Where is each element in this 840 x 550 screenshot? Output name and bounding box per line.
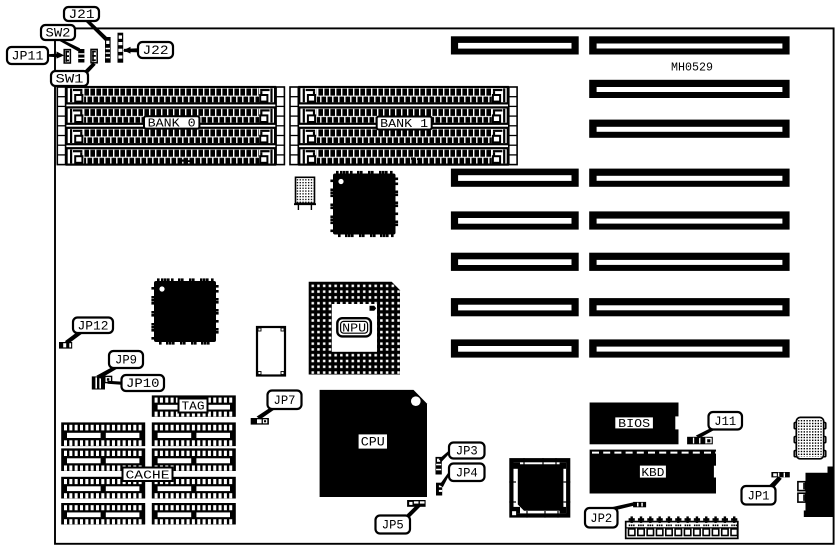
svg-text:J22: J22 bbox=[143, 43, 169, 58]
svg-text:BANK 1: BANK 1 bbox=[380, 117, 428, 131]
svg-text:JP10: JP10 bbox=[126, 376, 160, 391]
svg-text:MH0529: MH0529 bbox=[671, 61, 713, 75]
svg-text:BANK 0: BANK 0 bbox=[148, 117, 196, 131]
svg-text:JP11: JP11 bbox=[12, 49, 44, 64]
svg-text:JP12: JP12 bbox=[78, 318, 109, 333]
svg-text:KBD: KBD bbox=[641, 466, 664, 480]
svg-text:J21: J21 bbox=[69, 7, 95, 22]
svg-text:TAG: TAG bbox=[182, 400, 205, 414]
svg-text:NPU: NPU bbox=[342, 321, 366, 335]
svg-text:SW1: SW1 bbox=[56, 72, 84, 87]
svg-text:J11: J11 bbox=[714, 414, 736, 429]
svg-text:JP4: JP4 bbox=[456, 465, 478, 480]
svg-text:CACHE: CACHE bbox=[126, 468, 170, 482]
svg-text:JP5: JP5 bbox=[382, 518, 404, 533]
svg-text:SW2: SW2 bbox=[46, 26, 71, 41]
svg-text:BIOS: BIOS bbox=[618, 417, 650, 431]
svg-text:JP1: JP1 bbox=[748, 488, 770, 503]
svg-text:JP3: JP3 bbox=[456, 444, 478, 459]
svg-text:CPU: CPU bbox=[361, 435, 385, 450]
svg-text:JP9: JP9 bbox=[115, 353, 137, 368]
svg-text:JP7: JP7 bbox=[274, 393, 296, 408]
svg-text:JP2: JP2 bbox=[590, 511, 612, 526]
